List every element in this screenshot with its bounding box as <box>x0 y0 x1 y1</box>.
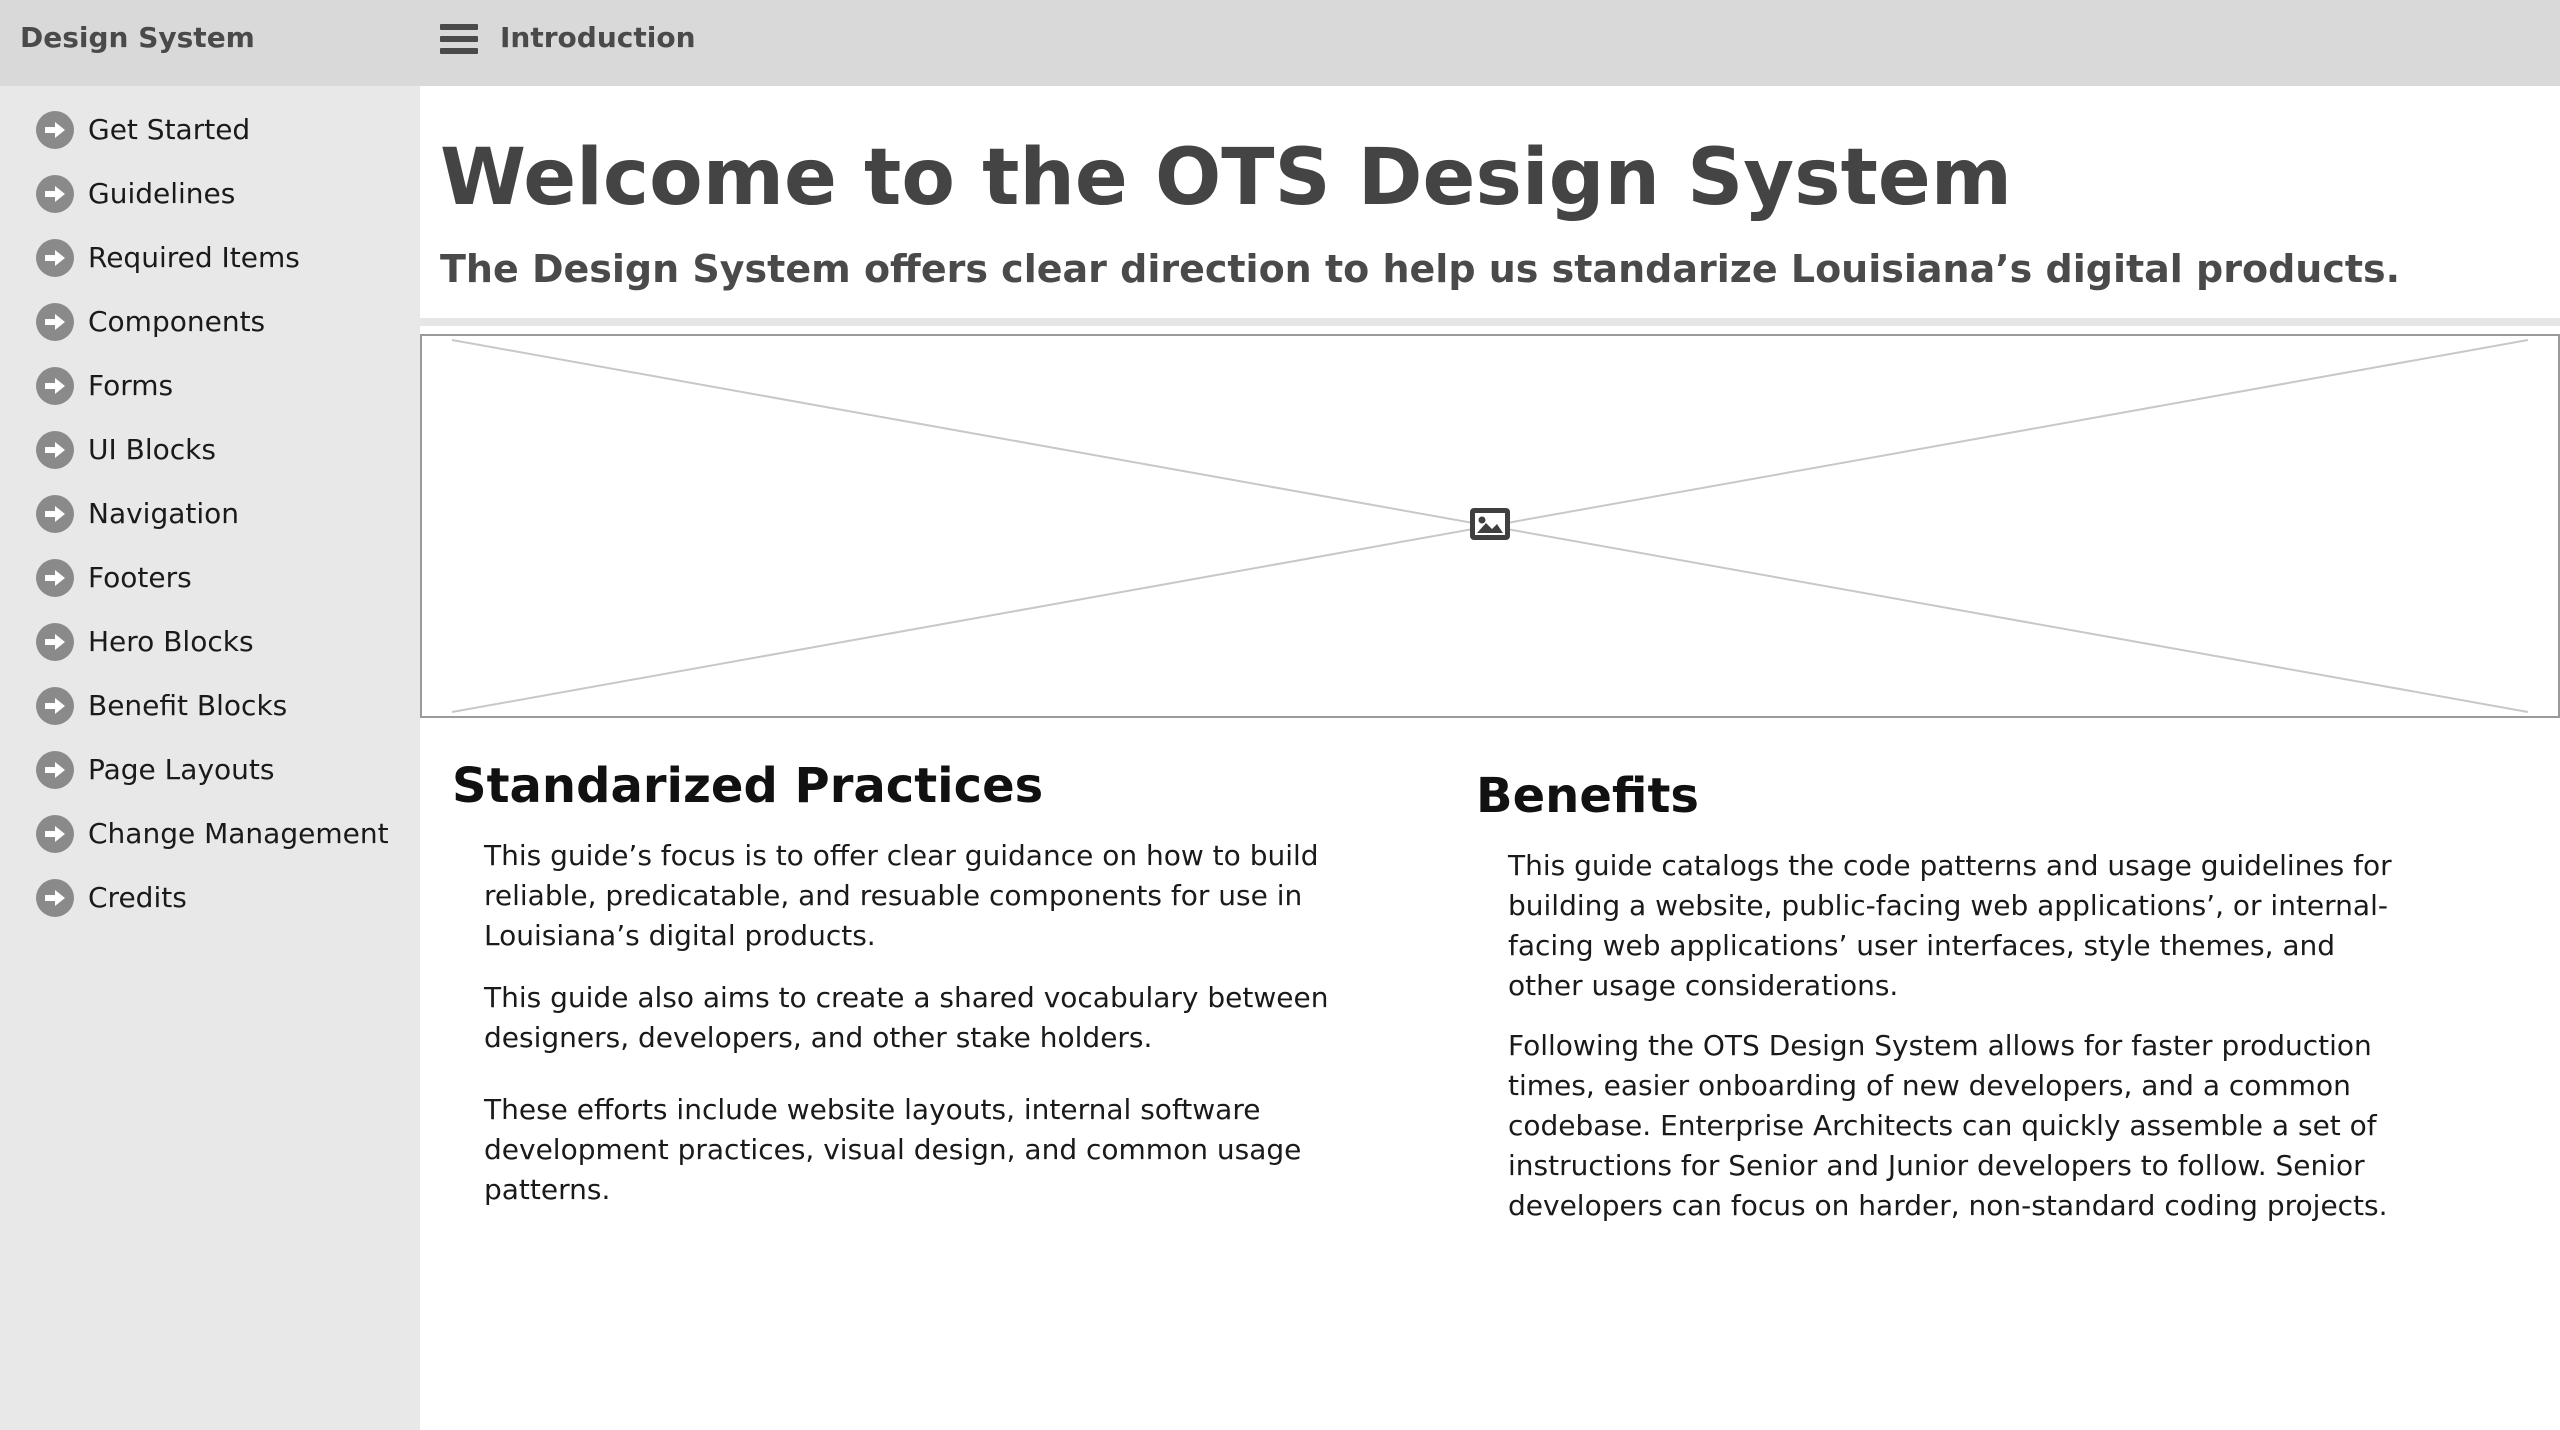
sidebar-item-label: Credits <box>88 881 187 914</box>
sidebar-item-hero-blocks[interactable]: Hero Blocks <box>0 610 420 674</box>
practices-title: Standarized Practices <box>452 758 1044 814</box>
sidebar-item-guidelines[interactable]: Guidelines <box>0 162 420 226</box>
arrow-right-circle-icon <box>36 495 74 533</box>
sidebar-item-label: Components <box>88 305 266 338</box>
arrow-right-circle-icon <box>36 239 74 277</box>
hero-image-placeholder <box>420 334 2560 718</box>
menu-bar <box>440 36 478 42</box>
current-page-label: Introduction <box>500 21 696 54</box>
placeholder-graphic <box>451 339 2529 713</box>
sidebar-item-components[interactable]: Components <box>0 290 420 354</box>
practices-paragraph: These efforts include website layouts, i… <box>484 1093 1302 1206</box>
menu-bar <box>440 48 478 54</box>
top-bar: Design System Introduction <box>0 0 2560 86</box>
arrow-right-circle-icon <box>36 559 74 597</box>
arrow-right-circle-icon <box>36 303 74 341</box>
sidebar-item-label: Page Layouts <box>88 753 275 786</box>
sidebar-item-label: Change Management <box>88 817 389 850</box>
sidebar-item-label: Guidelines <box>88 177 236 210</box>
sidebar-item-label: Navigation <box>88 497 240 530</box>
sidebar-item-label: Benefit Blocks <box>88 689 288 722</box>
arrow-right-circle-icon <box>36 815 74 853</box>
arrow-right-circle-icon <box>36 367 74 405</box>
hamburger-menu-icon[interactable] <box>440 22 478 56</box>
sidebar-item-label: Footers <box>88 561 192 594</box>
page-subtitle: The Design System offers clear direction… <box>440 247 2401 291</box>
sidebar-item-label: Hero Blocks <box>88 625 254 658</box>
arrow-right-circle-icon <box>36 623 74 661</box>
arrow-right-circle-icon <box>36 111 74 149</box>
sidebar-item-credits[interactable]: Credits <box>0 866 420 930</box>
arrow-right-circle-icon <box>36 751 74 789</box>
menu-bar <box>440 24 478 30</box>
sidebar-item-navigation[interactable]: Navigation <box>0 482 420 546</box>
benefits-paragraph: Following the OTS Design System allows f… <box>1508 1029 2388 1222</box>
main-content: Welcome to the OTS Design System The Des… <box>420 86 2560 1430</box>
sidebar-item-get-started[interactable]: Get Started <box>0 98 420 162</box>
sidebar-item-label: Get Started <box>88 113 251 146</box>
sidebar-item-label: UI Blocks <box>88 433 216 466</box>
sidebar-item-benefit-blocks[interactable]: Benefit Blocks <box>0 674 420 738</box>
sidebar-item-label: Forms <box>88 369 174 402</box>
arrow-right-circle-icon <box>36 175 74 213</box>
arrow-right-circle-icon <box>36 431 74 469</box>
sidebar-item-page-layouts[interactable]: Page Layouts <box>0 738 420 802</box>
arrow-right-circle-icon <box>36 879 74 917</box>
benefits-paragraph: This guide catalogs the code patterns an… <box>1508 849 2392 1002</box>
sidebar-item-label: Required Items <box>88 241 300 274</box>
sidebar-item-forms[interactable]: Forms <box>0 354 420 418</box>
brand-title[interactable]: Design System <box>20 21 255 54</box>
practices-paragraph: This guide also aims to create a shared … <box>484 981 1329 1054</box>
sidebar-item-footers[interactable]: Footers <box>0 546 420 610</box>
page-title: Welcome to the OTS Design System <box>440 133 2013 223</box>
sidebar-item-required-items[interactable]: Required Items <box>0 226 420 290</box>
practices-paragraph: This guide’s focus is to offer clear gui… <box>484 839 1319 952</box>
sidebar-item-change-management[interactable]: Change Management <box>0 802 420 866</box>
benefits-title: Benefits <box>1476 768 1699 824</box>
hero-header: Welcome to the OTS Design System The Des… <box>420 86 2560 326</box>
arrow-right-circle-icon <box>36 687 74 725</box>
sidebar-item-ui-blocks[interactable]: UI Blocks <box>0 418 420 482</box>
image-placeholder-icon <box>1470 508 1510 540</box>
